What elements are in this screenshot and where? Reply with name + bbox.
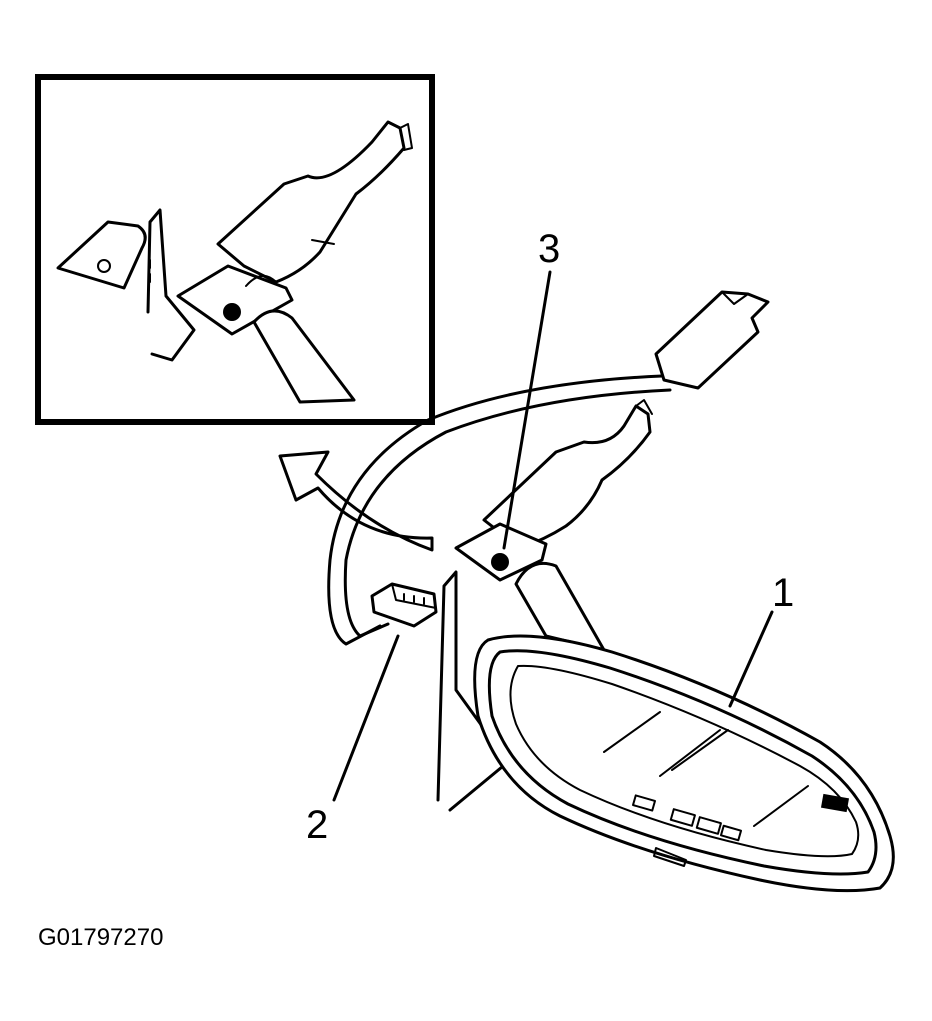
mirror-arm xyxy=(482,404,652,550)
leader-line-1 xyxy=(728,610,774,708)
wiring-harness xyxy=(327,290,770,646)
mount-screw xyxy=(491,553,509,571)
callout-3: 3 xyxy=(538,227,560,271)
inset-mirror-arm xyxy=(216,120,406,284)
inset-bracket-plate xyxy=(146,208,196,362)
inset-windshield-button xyxy=(56,220,147,290)
inset-mount-base xyxy=(176,264,294,336)
electrical-connector xyxy=(370,582,438,628)
inset-screw xyxy=(223,303,241,321)
harness-end-connector xyxy=(654,290,770,390)
arm-tube xyxy=(514,561,606,652)
mirror-housing xyxy=(473,634,895,893)
mount-base xyxy=(454,522,548,582)
leader-line-3 xyxy=(502,270,552,550)
detail-inset xyxy=(35,74,435,425)
callout-1: 1 xyxy=(772,571,794,615)
rearview-mirror xyxy=(473,634,895,893)
windshield-bracket-outline xyxy=(436,570,510,812)
direction-arrow xyxy=(278,450,434,552)
figure-id: G01797270 xyxy=(38,924,164,951)
inset-button-hole xyxy=(97,259,111,273)
callout-2: 2 xyxy=(306,803,328,847)
leader-line-2 xyxy=(332,634,400,802)
inset-arm-tube xyxy=(252,309,356,404)
mirror-mount xyxy=(454,399,653,652)
